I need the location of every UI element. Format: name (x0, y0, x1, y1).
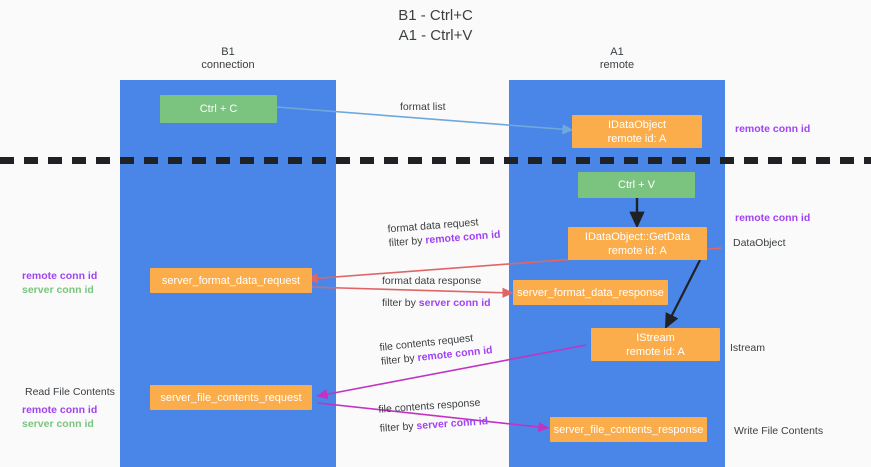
column-header-b1: B1 connection (201, 46, 255, 71)
edge-label-text: format list (400, 101, 446, 113)
filter-prefix: filter by (379, 420, 417, 435)
edge-label-format-data-response: format data response filter by server co… (382, 274, 491, 310)
edge-label-text: file contents response (378, 396, 481, 416)
filter-prefix: filter by (382, 297, 419, 309)
diagram-title: B1 - Ctrl+C A1 - Ctrl+V (398, 7, 473, 44)
edge-label-filter: filter by server conn id (379, 414, 488, 436)
annotation-istream: Istream (730, 342, 766, 354)
annotation-remote-conn-id-mid: remote conn id (735, 212, 811, 224)
annotation-read-file-contents: Read File Contents (25, 386, 115, 398)
node-server-format-data-response[interactable]: server_format_data_response (513, 280, 668, 305)
node-idataobject[interactable]: IDataObject remote id: A (572, 115, 702, 148)
node-sublabel: remote id: A (626, 345, 685, 358)
annotation-server-conn-id-left-bottom: server conn id (22, 418, 94, 430)
edge-label-format-list: format list (400, 100, 446, 114)
node-label: IDataObject::GetData (584, 230, 691, 243)
node-label: IDataObject (607, 118, 667, 131)
node-ctrl-v[interactable]: Ctrl + V (578, 172, 695, 198)
edge-label-file-contents-response: file contents response filter by server … (378, 395, 489, 435)
filter-key: server conn id (418, 297, 491, 309)
annotation-dataobject: DataObject (733, 237, 786, 249)
annotation-remote-conn-id-left-mid: remote conn id (22, 270, 98, 282)
node-server-file-contents-request[interactable]: server_file_contents_request (150, 385, 312, 410)
node-sublabel: remote id: A (608, 244, 667, 257)
node-server-format-data-request[interactable]: server_format_data_request (150, 268, 312, 293)
annotation-write-file-contents: Write File Contents (734, 425, 824, 437)
filter-prefix: filter by (388, 234, 426, 250)
annotation-server-conn-id-left-mid: server conn id (22, 284, 94, 296)
edge-label-file-contents-request: file contents request filter by remote c… (379, 329, 493, 369)
node-label: server_format_data_request (161, 274, 301, 287)
edge-label-filter: filter by server conn id (382, 296, 491, 310)
node-idataobject-getdata[interactable]: IDataObject::GetData remote id: A (568, 227, 707, 260)
annotation-remote-conn-id-left-bottom: remote conn id (22, 404, 98, 416)
node-label: server_file_contents_response (553, 423, 704, 436)
node-label: Ctrl + V (618, 179, 655, 191)
filter-key: server conn id (416, 415, 489, 433)
node-label: server_file_contents_request (160, 391, 302, 404)
edge-label-text: format data response (382, 275, 482, 287)
node-ctrl-c[interactable]: Ctrl + C (160, 95, 277, 123)
node-label: Ctrl + C (199, 103, 238, 115)
annotation-remote-conn-id-top: remote conn id (735, 123, 811, 135)
node-server-file-contents-response[interactable]: server_file_contents_response (550, 417, 707, 442)
section-divider (0, 157, 871, 164)
edge-label-format-data-request: format data request filter by remote con… (387, 214, 501, 251)
node-label: server_format_data_response (517, 286, 664, 299)
filter-prefix: filter by (380, 352, 419, 368)
column-header-a1: A1 remote (599, 46, 635, 71)
node-sublabel: remote id: A (607, 132, 667, 145)
node-label: IStream (636, 331, 675, 344)
node-istream[interactable]: IStream remote id: A (591, 328, 720, 361)
